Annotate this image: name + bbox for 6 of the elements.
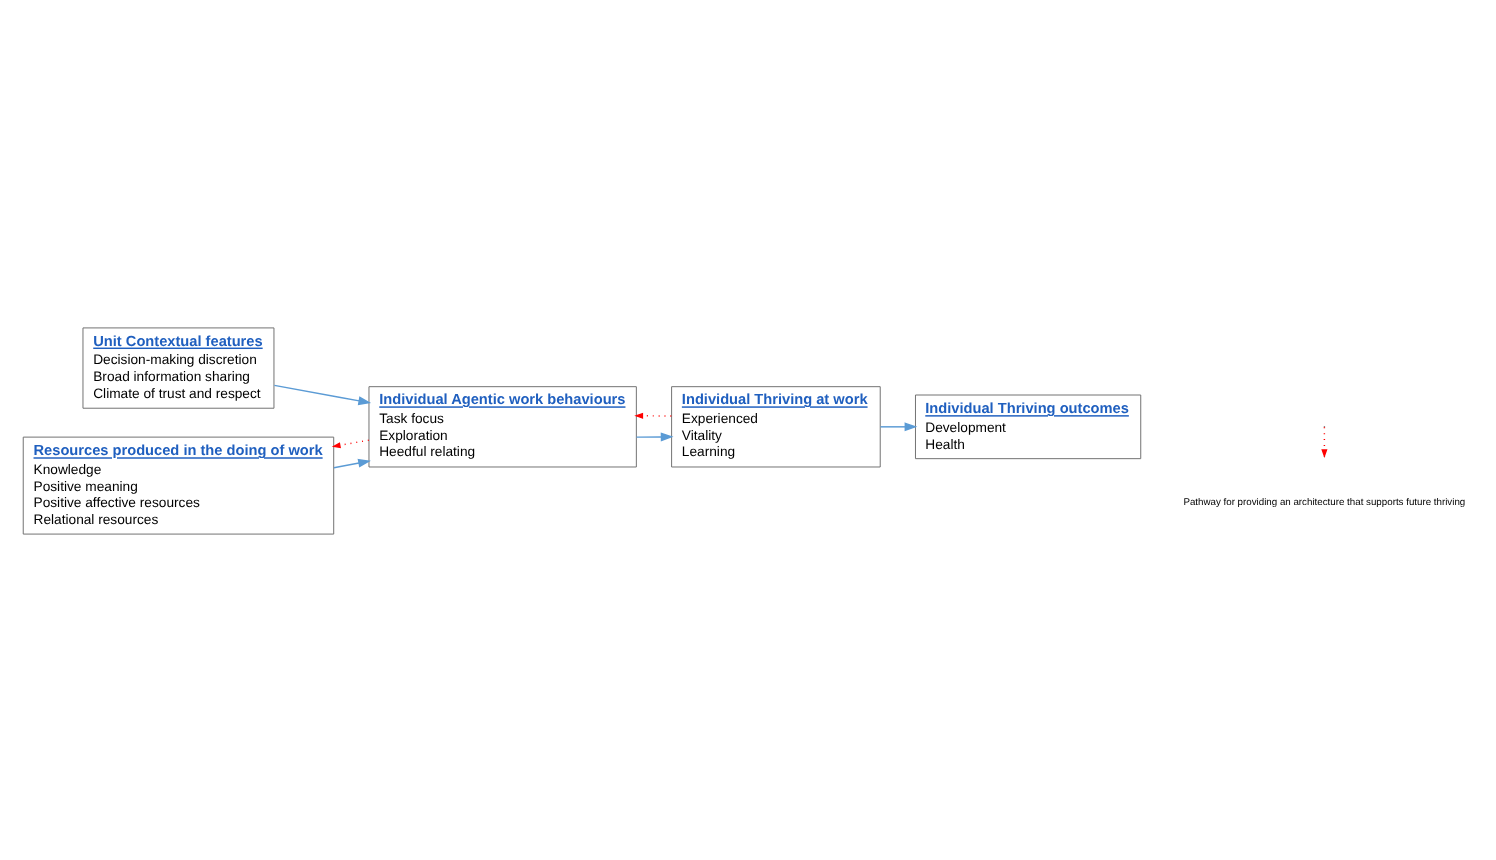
arrow xyxy=(333,457,371,468)
arrow xyxy=(879,421,918,431)
arrow xyxy=(634,411,672,418)
arrow xyxy=(273,383,372,405)
arrow xyxy=(635,431,674,441)
arrow xyxy=(331,438,370,448)
